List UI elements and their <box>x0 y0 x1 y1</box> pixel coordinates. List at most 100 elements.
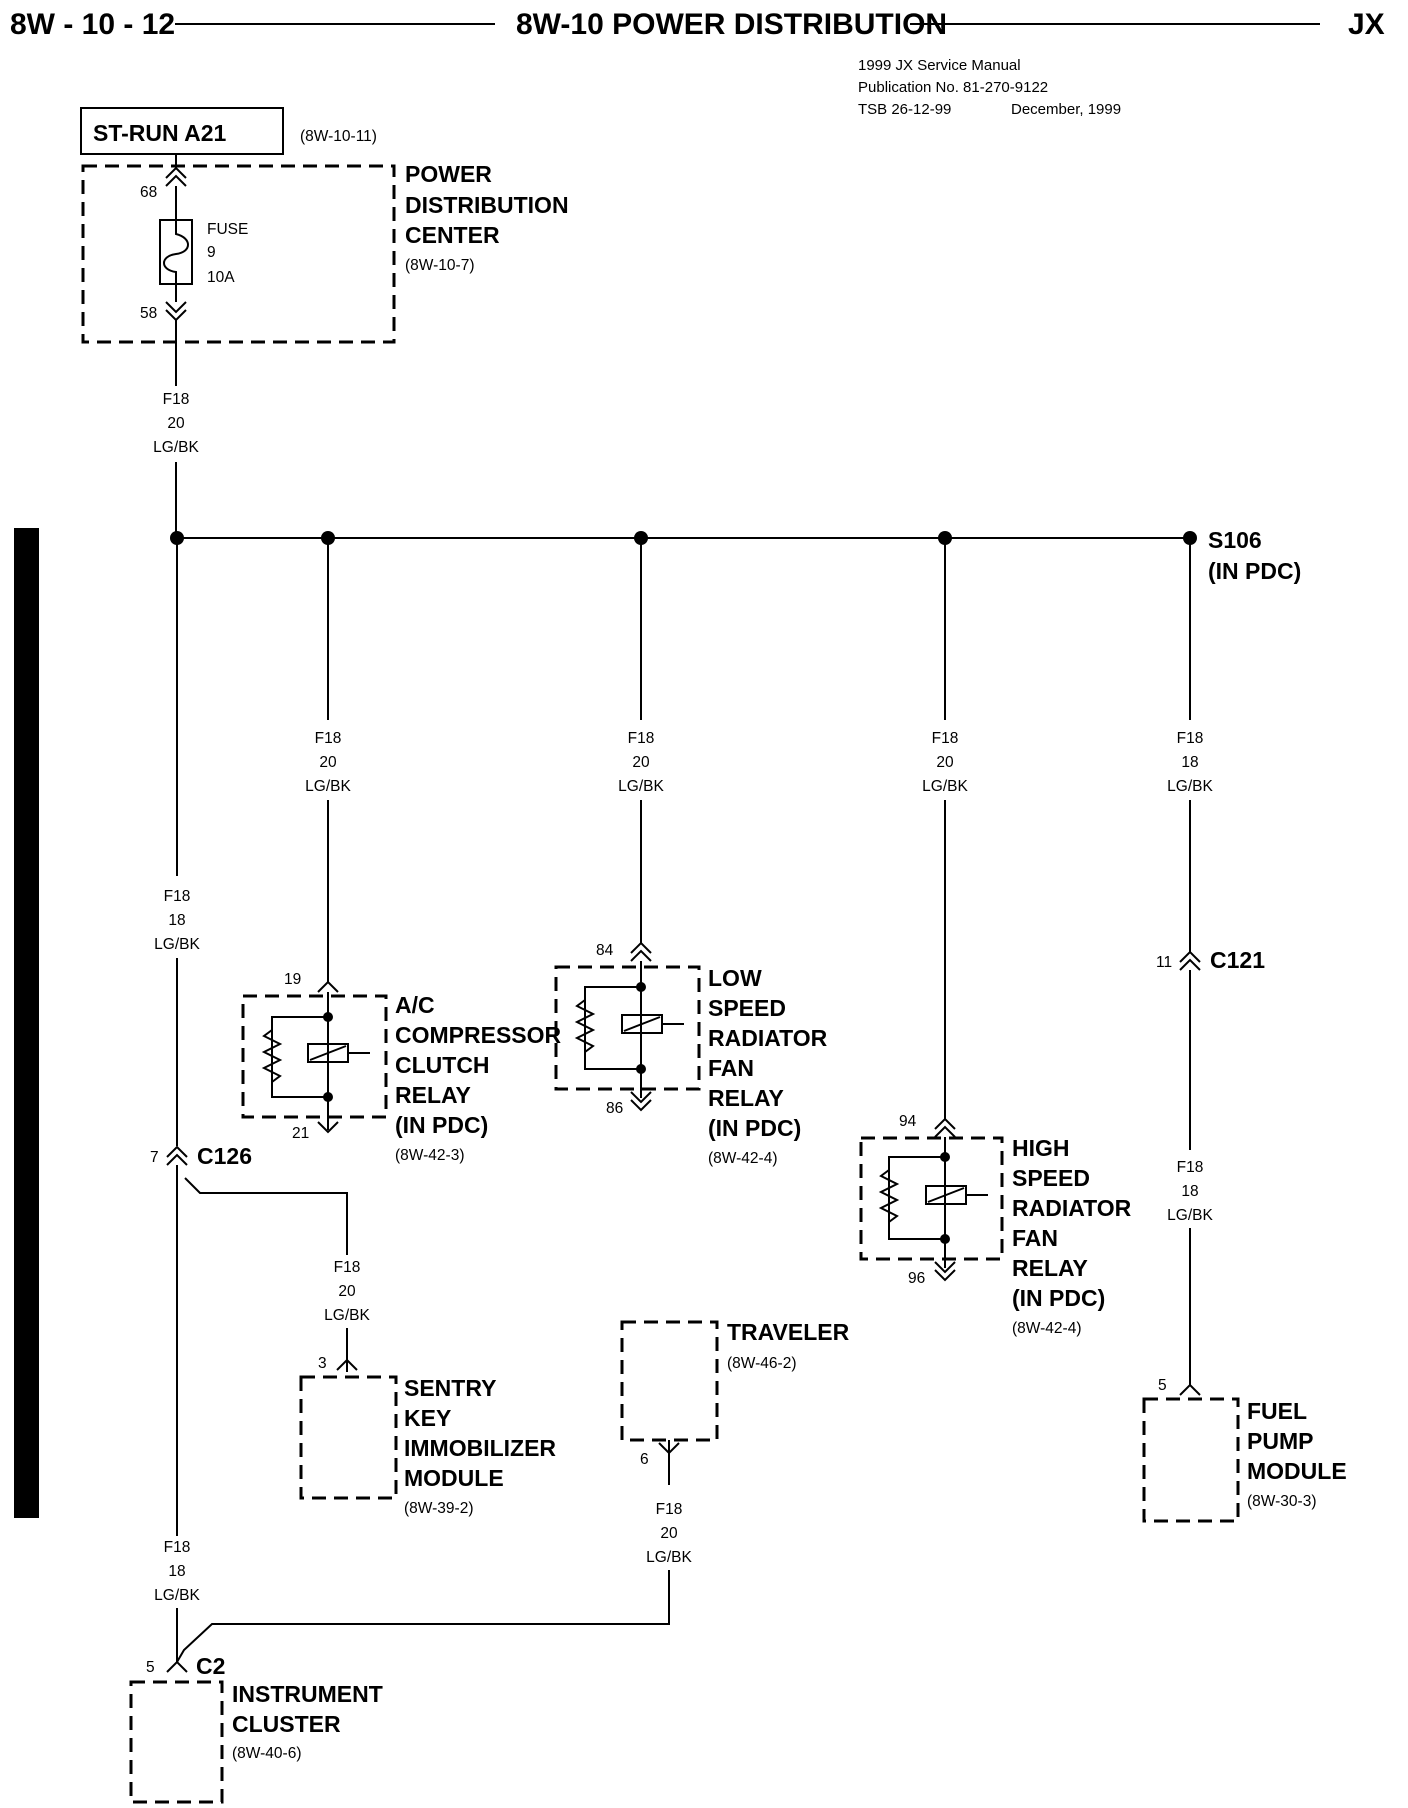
diagram-label: C2 <box>196 1653 225 1679</box>
pdc-name-1: POWER <box>405 161 492 187</box>
diagram-label: LG/BK <box>618 778 664 795</box>
fuel-pump-module: 5 FUEL PUMP MODULE (8W-30-3) <box>1142 1377 1347 1523</box>
high-speed-radiator-fan-relay: 94 96 HIGH SPEED RADIATOR FAN RELAY (IN … <box>859 1113 1132 1337</box>
diagram-label: (IN PDC) <box>1012 1285 1105 1311</box>
diagram-label: PUMP <box>1247 1428 1313 1454</box>
publication-info: 1999 JX Service Manual Publication No. 8… <box>858 57 1121 118</box>
diagram-label: 18 <box>1181 1183 1198 1200</box>
page-title: 8W-10 POWER DISTRIBUTION <box>516 8 947 41</box>
connector-chevron-icon <box>630 941 652 962</box>
diagram-label: 11 <box>1156 954 1172 971</box>
connector-chevron-icon <box>934 1117 956 1138</box>
diagram-label: 20 <box>319 754 337 771</box>
resistor-icon <box>574 999 596 1053</box>
diagram-label: C121 <box>1210 947 1265 973</box>
diagram-label: 18 <box>1181 754 1198 771</box>
wire-label-cluster: F18 18 LG/BK <box>154 1539 200 1604</box>
diagram-label: 20 <box>338 1283 356 1300</box>
ac-compressor-clutch-relay: 19 21 A/C COMPRESSOR CLUTCH RELAY (IN PD… <box>241 971 562 1164</box>
splice-name: S106 <box>1208 527 1262 553</box>
model-code: JX <box>1348 8 1385 41</box>
diagram-label: MODULE <box>1247 1458 1347 1484</box>
diagram-label: (8W-42-3) <box>395 1147 464 1164</box>
diagram-label: 5 <box>1158 1377 1167 1394</box>
connector-chevron-icon <box>1179 1383 1201 1396</box>
diagram-label: (8W-42-4) <box>1012 1320 1081 1337</box>
diagram-label: LG/BK <box>153 439 199 456</box>
diagram-label: SPEED <box>708 995 786 1021</box>
diagram-label: 6 <box>640 1451 649 1468</box>
connector-chevron-icon <box>1179 950 1201 971</box>
diagram-label: (8W-39-2) <box>404 1500 473 1517</box>
connector-c2: 5 C2 <box>146 1653 225 1679</box>
wire-label-ac: F18 20 LG/BK <box>305 730 351 795</box>
connector-c121: 11 C121 <box>1156 947 1265 973</box>
diagram-label: FAN <box>1012 1225 1058 1251</box>
wire-label-skim: F18 20 LG/BK <box>324 1259 370 1324</box>
wire-label-main: F18 18 LG/BK <box>154 888 200 953</box>
publication-date: December, 1999 <box>1011 101 1121 118</box>
connector-chevron-icon <box>165 301 187 322</box>
diagram-label: 84 <box>596 942 614 959</box>
diagram-label: KEY <box>404 1405 451 1431</box>
power-distribution-center: 68 FUSE 9 10A 58 POWER DISTRIBUTION CENT… <box>81 154 569 344</box>
diagram-label: LG/BK <box>1167 1207 1213 1224</box>
pdc-pin-in: 68 <box>140 184 157 201</box>
splice-location: (IN PDC) <box>1208 558 1301 584</box>
diagram-label: 7 <box>150 1149 159 1166</box>
wire-label-lowfan: F18 20 LG/BK <box>618 730 664 795</box>
diagram-label: F18 <box>932 730 959 747</box>
diagram-label: LOW <box>708 965 762 991</box>
source-box: ST-RUN A21 (8W-10-11) <box>80 107 377 155</box>
pdc-ref: (8W-10-7) <box>405 257 474 274</box>
resistor-icon <box>878 1169 900 1223</box>
publication-line-2: Publication No. 81-270-9122 <box>858 79 1048 96</box>
diagram-label: F18 <box>656 1501 683 1518</box>
diagram-label: LG/BK <box>154 1587 200 1604</box>
diagram-label: C126 <box>197 1143 252 1169</box>
diagram-label: CLUSTER <box>232 1711 341 1737</box>
diagram-label: 19 <box>284 971 301 988</box>
diagram-label: HIGH <box>1012 1135 1070 1161</box>
diagram-label: F18 <box>628 730 655 747</box>
diagram-label: F18 <box>163 391 190 408</box>
publication-line-1: 1999 JX Service Manual <box>858 57 1021 74</box>
diagram-label: FUEL <box>1247 1398 1307 1424</box>
wire-label-fuel-b: F18 18 LG/BK <box>1167 1159 1213 1224</box>
fuse-label: FUSE <box>207 221 248 238</box>
diagram-label: F18 <box>1177 1159 1204 1176</box>
diagram-label: LG/BK <box>324 1307 370 1324</box>
diagram-label: 20 <box>167 415 185 432</box>
diagram-label: 5 <box>146 1659 155 1676</box>
sentry-key-immobilizer-module: 3 SENTRY KEY IMMOBILIZER MODULE (8W-39-2… <box>299 1355 556 1517</box>
diagram-label: INSTRUMENT <box>232 1681 383 1707</box>
instrument-cluster: INSTRUMENT CLUSTER (8W-40-6) <box>129 1680 383 1804</box>
diagram-label: F18 <box>1177 730 1204 747</box>
fuse-number: 9 <box>207 244 216 261</box>
connector-chevron-icon <box>166 1660 188 1673</box>
traveler-module: TRAVELER (8W-46-2) 6 <box>620 1319 850 1485</box>
diagram-label: 3 <box>318 1355 327 1372</box>
diagram-label: 20 <box>632 754 650 771</box>
wire-label-traveler: F18 20 LG/BK <box>646 1501 692 1566</box>
diagram-label: (8W-30-3) <box>1247 1493 1316 1510</box>
diagram-label: 86 <box>606 1100 623 1117</box>
splice-bus: S106 (IN PDC) <box>170 527 1301 584</box>
diagram-label: CLUTCH <box>395 1052 490 1078</box>
diagram-label: LG/BK <box>305 778 351 795</box>
diagram-label: 94 <box>899 1113 917 1130</box>
low-speed-radiator-fan-relay: 84 86 LOW SPEED RADIATOR FAN RELAY (IN P… <box>554 941 828 1167</box>
diagram-label: (IN PDC) <box>708 1115 801 1141</box>
diagram-label: 21 <box>292 1125 309 1142</box>
diagram-label: LG/BK <box>646 1549 692 1566</box>
diagram-label: LG/BK <box>1167 778 1213 795</box>
diagram-label: COMPRESSOR <box>395 1022 562 1048</box>
diagram-label: MODULE <box>404 1465 504 1491</box>
diagram-label: (8W-46-2) <box>727 1355 796 1372</box>
diagram-label: LG/BK <box>154 936 200 953</box>
wire-label-feed: F18 20 LG/BK <box>153 391 199 456</box>
diagram-label: A/C <box>395 992 435 1018</box>
page-header: 8W - 10 - 12 8W-10 POWER DISTRIBUTION JX <box>10 8 1385 41</box>
page-number: 8W - 10 - 12 <box>10 8 175 41</box>
diagram-label: LG/BK <box>922 778 968 795</box>
